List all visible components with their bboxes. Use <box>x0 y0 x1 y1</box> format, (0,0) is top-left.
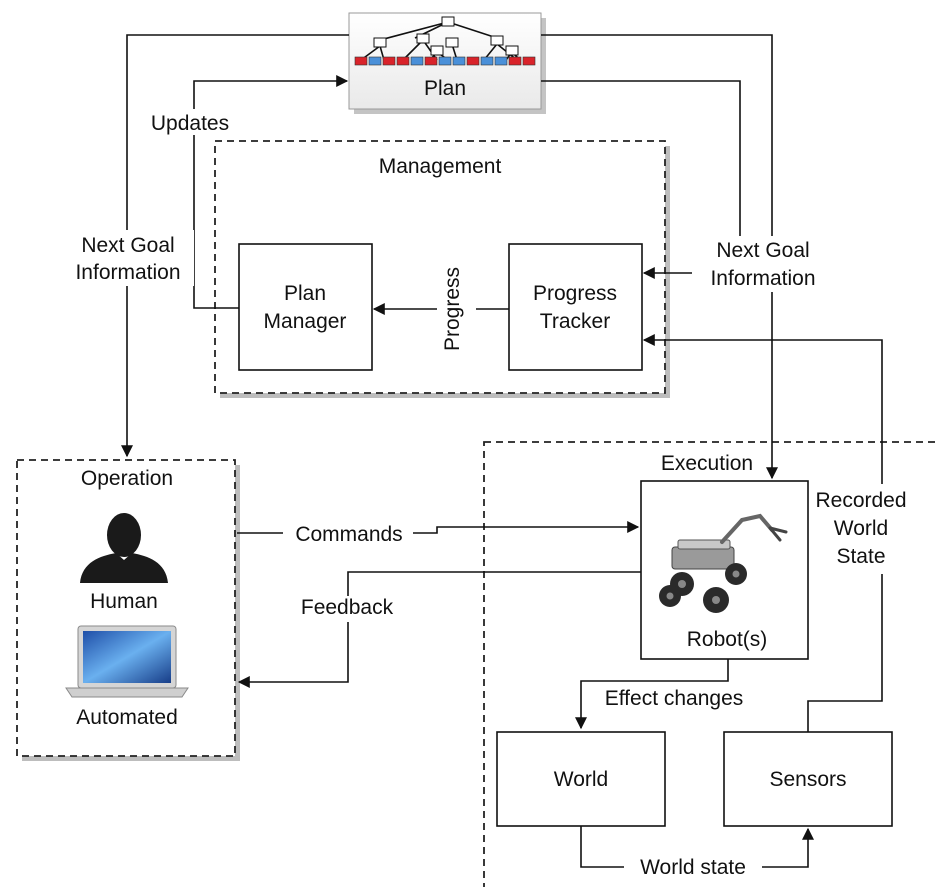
progress-tracker-label-line1: Progress <box>533 282 617 305</box>
plan-tree-leaf <box>438 56 452 66</box>
next-goal-right-to-robot-edge <box>541 34 778 480</box>
feedback-edge <box>237 571 641 688</box>
plan-tree-leaf <box>410 56 424 66</box>
plan-tree-leaf <box>466 56 480 66</box>
plan-tree-leaf <box>368 56 382 66</box>
world-state-label: World state <box>640 856 746 879</box>
plan-tree-leaf <box>480 56 494 66</box>
next-goal-left-edge <box>121 34 349 458</box>
plan-tree-leaf <box>452 56 466 66</box>
human-label: Human <box>90 590 158 613</box>
recorded-world-state-label-line3: State <box>836 545 885 568</box>
progress-tracker-box <box>508 243 643 371</box>
recorded-world-state-label-line2: World <box>834 517 888 540</box>
automated-label: Automated <box>76 706 178 729</box>
progress-label: Progress <box>441 267 464 351</box>
robot-label: Robot(s) <box>687 628 768 651</box>
sensors-box <box>723 731 893 827</box>
plan-tree-leaf <box>522 56 536 66</box>
effect-changes-label: Effect changes <box>605 687 744 710</box>
next-goal-left-label-line2: Information <box>75 261 180 284</box>
plan-tree-leaf <box>494 56 508 66</box>
robot-box <box>640 480 809 660</box>
plan-tree-leaf <box>396 56 410 66</box>
plan-tree-leaf <box>354 56 368 66</box>
operation-title: Operation <box>81 467 173 490</box>
plan-manager-label-line1: Plan <box>284 282 326 305</box>
feedback-label: Feedback <box>301 596 394 619</box>
updates-label: Updates <box>151 112 229 135</box>
plan-manager-box <box>238 243 373 371</box>
human-silhouette-icon <box>80 513 168 583</box>
progress-tracker-label-line2: Tracker <box>540 310 610 333</box>
recorded-world-state-label-line1: Recorded <box>815 489 906 512</box>
plan-label: Plan <box>424 77 466 100</box>
plan-manager-label-line2: Manager <box>264 310 347 333</box>
recorded-world-state-edge <box>642 334 883 732</box>
execution-title: Execution <box>661 452 753 475</box>
plan-tree-leaf <box>382 56 396 66</box>
effect-changes-edge <box>575 659 729 730</box>
plan-tree-leaf <box>424 56 438 66</box>
robot-rover-icon <box>659 513 788 613</box>
next-goal-right-label-line1: Next Goal <box>716 239 809 262</box>
plan-tree-leaf <box>508 56 522 66</box>
laptop-icon <box>65 625 189 698</box>
world-label: World <box>554 768 608 791</box>
commands-label: Commands <box>295 523 402 546</box>
next-goal-left-label-line1: Next Goal <box>81 234 174 257</box>
next-goal-right-label-line2: Information <box>710 267 815 290</box>
management-title: Management <box>379 155 502 178</box>
operation-container <box>16 459 236 757</box>
plan-tree-icon <box>354 16 536 66</box>
updates-edge <box>193 75 349 309</box>
sensors-label: Sensors <box>769 768 846 791</box>
